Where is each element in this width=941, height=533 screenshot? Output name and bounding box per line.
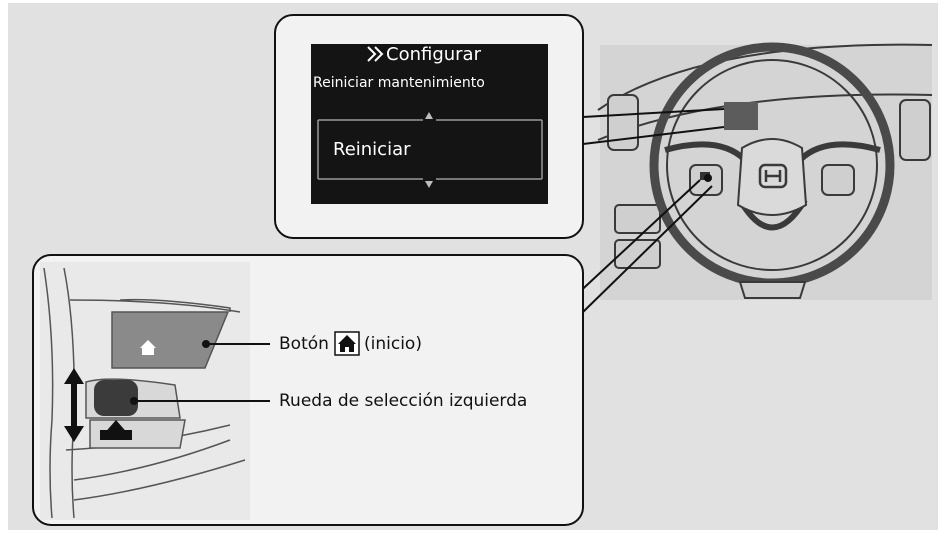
steering-switch-illustration [40,262,250,520]
selector-wheel-label: Rueda de selección izquierda [279,391,528,411]
screen-subheader: Reiniciar mantenimiento [313,75,485,91]
screen-leader-bottom [582,126,725,145]
home-label-prefix: Botón [279,334,329,354]
home-icon [338,335,356,352]
display-screen [311,44,548,204]
scroll-down-icon [425,181,433,188]
scroll-arrow-icon [64,368,84,442]
screen-header: Configurar [386,44,481,65]
screen-leader-top [582,108,725,118]
home-label-suffix: (inicio) [364,334,422,354]
wheel-pointer-dot [130,397,138,405]
home-pointer-dot [202,340,210,348]
display-location-marker [724,102,758,130]
screen-selected-item: Reiniciar [333,139,411,160]
switch-location-marker [704,174,712,182]
selector-wheel [94,380,138,416]
switch-leader-right [582,185,713,313]
home-switch-icon [140,340,156,355]
scroll-up-icon [425,112,433,119]
double-chevron-icon [367,46,384,62]
switch-leader-left [572,179,701,299]
dashboard-illustration [597,42,933,300]
